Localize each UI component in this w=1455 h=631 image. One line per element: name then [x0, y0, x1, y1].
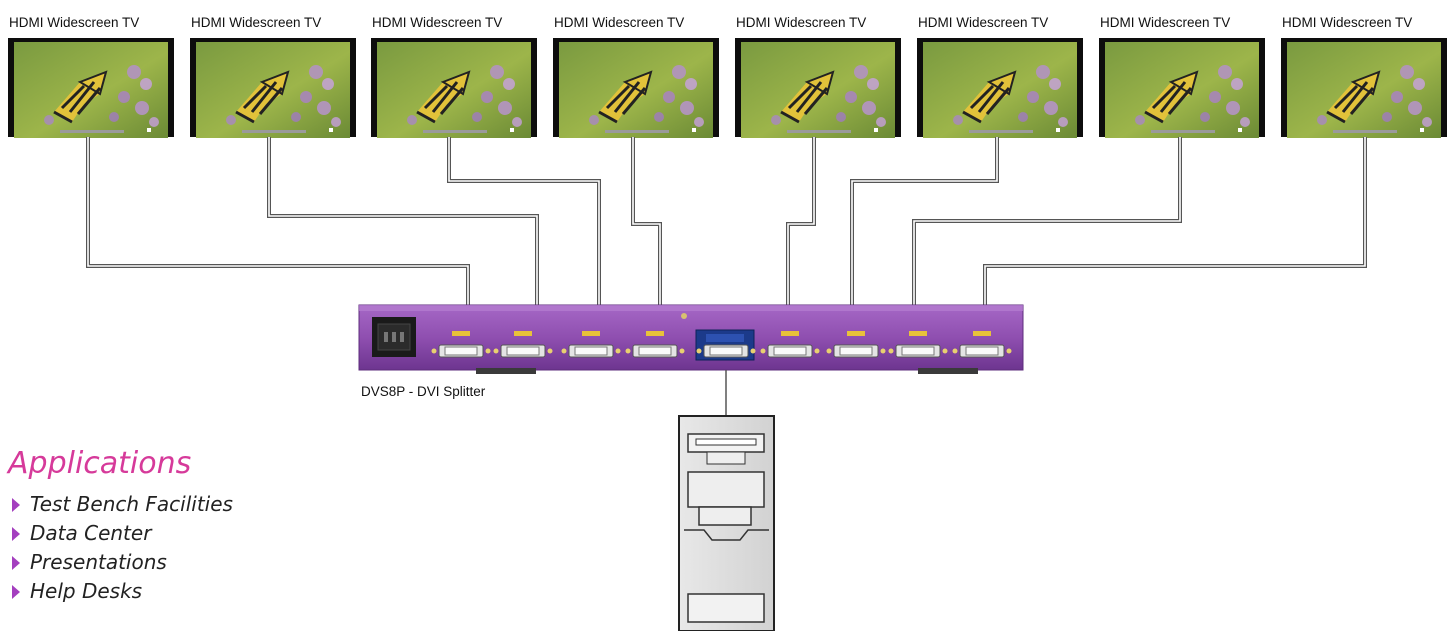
application-item: Help Desks	[8, 577, 233, 606]
screw-icon	[681, 313, 687, 319]
dvi-splitter-device	[358, 304, 1024, 374]
cable	[448, 137, 600, 305]
butterfly-picture-icon	[921, 40, 1079, 140]
application-label: Help Desks	[30, 579, 143, 603]
cable	[984, 137, 1366, 305]
device-foot	[476, 368, 536, 374]
triangle-bullet-icon	[12, 527, 20, 541]
triangle-bullet-icon	[12, 498, 20, 512]
butterfly-picture-icon	[1285, 40, 1443, 140]
butterfly-picture-icon	[739, 40, 897, 140]
tv-label: HDMI Widescreen TV	[1282, 15, 1412, 30]
device-foot	[918, 368, 978, 374]
dvi-output-port-icon	[493, 331, 553, 358]
tv-label: HDMI Widescreen TV	[736, 15, 866, 30]
applications-title: Applications	[8, 446, 192, 481]
cable	[87, 137, 469, 305]
triangle-bullet-icon	[12, 585, 20, 599]
tv-label: HDMI Widescreen TV	[918, 15, 1048, 30]
application-item: Test Bench Facilities	[8, 490, 233, 519]
dvi-output-port-icon	[952, 331, 1012, 358]
cable	[631, 137, 662, 305]
tv-label: HDMI Widescreen TV	[1100, 15, 1230, 30]
butterfly-picture-icon	[557, 40, 715, 140]
tv-label: HDMI Widescreen TV	[372, 15, 502, 30]
tv-label: HDMI Widescreen TV	[9, 15, 139, 30]
pc-tower-icon	[678, 415, 775, 631]
butterfly-picture-icon	[12, 40, 170, 140]
application-item: Presentations	[8, 548, 233, 577]
tv-monitor: HDMI Widescreen TV	[1281, 15, 1447, 140]
butterfly-picture-icon	[194, 40, 352, 140]
application-label: Presentations	[30, 550, 167, 574]
tv-label: HDMI Widescreen TV	[554, 15, 684, 30]
cable	[268, 137, 538, 305]
tv-monitor: HDMI Widescreen TV	[735, 15, 901, 140]
tv-label: HDMI Widescreen TV	[191, 15, 321, 30]
cable	[913, 137, 1181, 305]
cable	[786, 137, 816, 305]
cable	[632, 137, 661, 305]
cable	[447, 137, 601, 305]
tv-monitor: HDMI Widescreen TV	[190, 15, 356, 140]
tv-monitor: HDMI Widescreen TV	[1099, 15, 1265, 140]
cable	[267, 137, 539, 305]
tv-monitor: HDMI Widescreen TV	[917, 15, 1083, 140]
dvi-output-port-icon	[561, 331, 621, 358]
splitter-label: DVS8P - DVI Splitter	[361, 384, 486, 399]
tv-monitor: HDMI Widescreen TV	[8, 15, 174, 140]
butterfly-picture-icon	[375, 40, 533, 140]
cable	[86, 137, 470, 305]
application-item: Data Center	[8, 519, 233, 548]
power-inlet-icon	[372, 317, 416, 357]
tv-monitor: HDMI Widescreen TV	[553, 15, 719, 140]
dvi-output-port-icon	[888, 331, 948, 358]
application-label: Data Center	[30, 521, 152, 545]
dvi-output-port-icon	[760, 331, 820, 358]
tv-monitor: HDMI Widescreen TV	[371, 15, 537, 140]
butterfly-picture-icon	[1103, 40, 1261, 140]
dvi-output-port-icon	[625, 331, 685, 358]
cable	[787, 137, 815, 305]
cable	[851, 137, 998, 305]
dvi-output-port-icon	[431, 331, 491, 358]
dvi-output-port-icon	[826, 331, 886, 358]
application-label: Test Bench Facilities	[30, 492, 233, 516]
triangle-bullet-icon	[12, 556, 20, 570]
dvi-input-port-icon	[696, 344, 756, 358]
